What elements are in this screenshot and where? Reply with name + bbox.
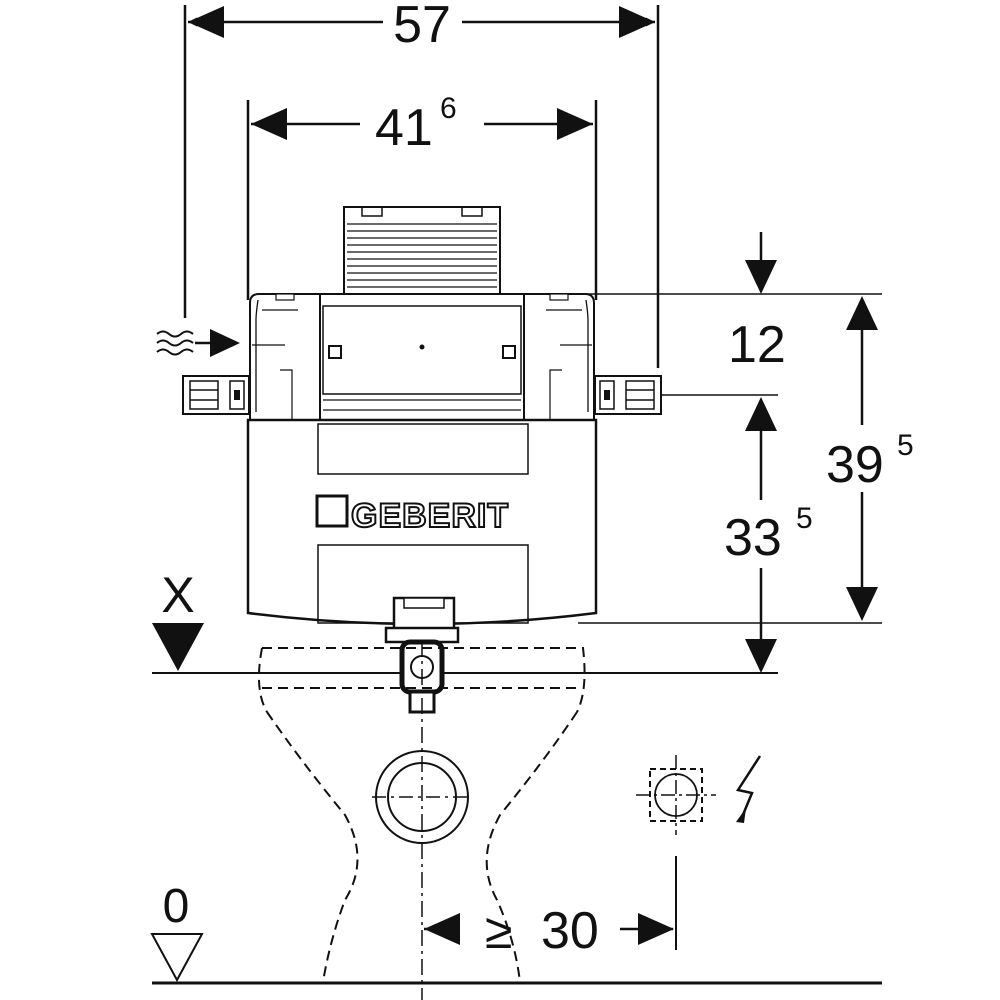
lightning-icon	[735, 755, 762, 823]
brand-label: GEBERIT	[351, 497, 509, 535]
flush-pipe-connector	[384, 596, 460, 714]
lower-height-superscript: 5	[796, 502, 813, 535]
total-height-superscript: 5	[897, 429, 914, 462]
socket-box-icon	[636, 755, 716, 835]
cistern-top-cap	[343, 206, 501, 296]
reference-x: X	[152, 567, 778, 674]
inner-width-superscript: 6	[440, 92, 457, 125]
overall-width-label: 57	[393, 0, 451, 54]
dimension-lower-height: 33 5	[724, 397, 813, 673]
reference-triangle-icon	[152, 623, 204, 671]
floor-level-label: 0	[163, 880, 190, 933]
lower-height-label: 33	[724, 509, 782, 567]
mounting-bracket-left	[182, 375, 250, 415]
dimension-min-distance: ≥ 30	[424, 856, 677, 960]
reference-x-label: X	[161, 567, 194, 623]
floor-level: 0	[150, 880, 882, 985]
wc-bowl-outline	[258, 647, 586, 983]
min-distance-label: 30	[541, 902, 599, 960]
water-wave-arrow-icon	[156, 329, 240, 357]
dimension-top-offset: 12	[578, 232, 882, 396]
dimension-inner-width: 41 6	[246, 92, 598, 300]
geberit-logo: GEBERIT	[315, 494, 509, 536]
dimension-overall-width: 57	[183, 0, 660, 368]
dimension-total-height: 39 5	[578, 296, 914, 624]
level-triangle-icon	[150, 933, 204, 983]
cistern-unit: GEBERIT	[182, 206, 662, 626]
mounting-bracket-right	[594, 375, 662, 415]
top-offset-label: 12	[728, 316, 786, 374]
total-height-label: 39	[826, 436, 884, 494]
inner-width-label: 41	[375, 99, 433, 157]
min-distance-symbol: ≥	[485, 903, 512, 959]
